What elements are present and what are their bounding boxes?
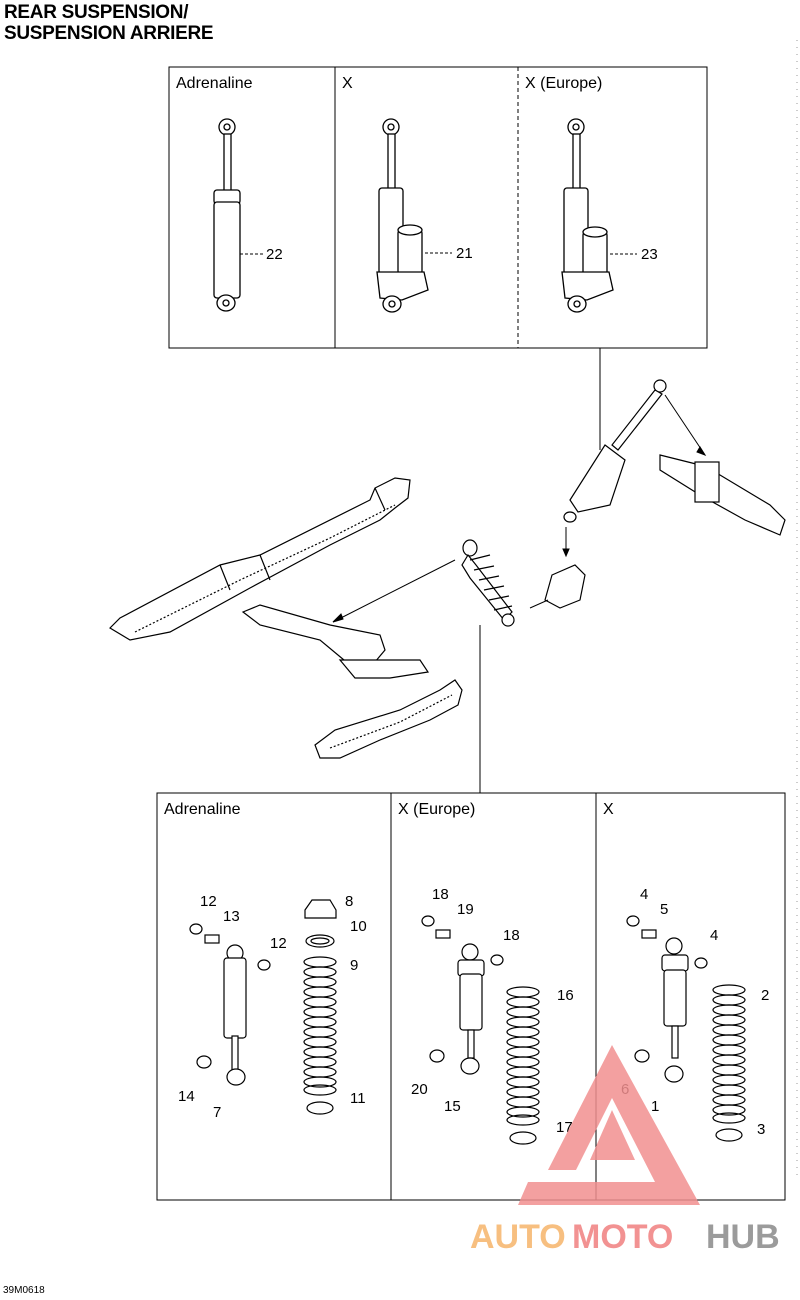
shock-absorber-23 xyxy=(561,118,614,313)
top-shock-panel: Adrenaline X X (Europe) 22 21 xyxy=(168,66,708,349)
callout-4b: 4 xyxy=(710,927,718,944)
callout-22: 22 xyxy=(266,246,283,263)
direction-arrows xyxy=(332,394,707,623)
rear-mounted-shock xyxy=(563,379,667,523)
callout-18a: 18 xyxy=(432,886,449,903)
watermark-logo-icon xyxy=(518,1045,700,1205)
bottom-spring-panel: Adrenaline X (Europe) X 12 xyxy=(156,792,786,1201)
x-europe-shock-kit xyxy=(421,915,537,1145)
callout-12a: 12 xyxy=(200,893,217,910)
coil-shock-center xyxy=(461,539,515,627)
watermark-word-auto: AUTO xyxy=(470,1218,566,1256)
bottom-col-label-x-europe: X (Europe) xyxy=(398,801,475,818)
callout-20: 20 xyxy=(411,1081,428,1098)
spring-9 xyxy=(303,956,337,1096)
top-col-label-x-europe: X (Europe) xyxy=(525,75,602,92)
top-col-label-x: X xyxy=(342,75,353,92)
top-col-label-adrenaline: Adrenaline xyxy=(176,75,253,92)
automotohub-watermark: AUTO MOTO HUB xyxy=(470,1045,780,1256)
title-line-2: SUSPENSION ARRIERE xyxy=(4,23,214,44)
title-line-1: REAR SUSPENSION/ xyxy=(4,2,189,23)
callout-16: 16 xyxy=(557,987,574,1004)
callout-13: 13 xyxy=(223,908,240,925)
adrenaline-shock-kit xyxy=(189,899,337,1115)
document-code: 39M0618 xyxy=(3,1285,45,1296)
right-side-shock xyxy=(659,454,786,536)
callout-2: 2 xyxy=(761,987,769,1004)
callout-4a: 4 xyxy=(640,886,648,903)
callout-1: 1 xyxy=(651,1098,659,1115)
spring-16 xyxy=(506,986,540,1126)
callout-10: 10 xyxy=(350,918,367,935)
callout-12b: 12 xyxy=(270,935,287,952)
callout-14: 14 xyxy=(178,1088,195,1105)
shock-absorber-21 xyxy=(376,118,429,313)
shock-absorber-22 xyxy=(213,118,241,312)
watermark-word-moto: MOTO xyxy=(572,1218,673,1256)
callout-19: 19 xyxy=(457,901,474,918)
suspension-assembly xyxy=(109,379,786,759)
callout-15: 15 xyxy=(444,1098,461,1115)
callout-23: 23 xyxy=(641,246,658,263)
watermark-word-hub: HUB xyxy=(706,1218,780,1256)
x-shock-kit xyxy=(626,915,743,1142)
bottom-col-label-adrenaline: Adrenaline xyxy=(164,801,241,818)
callout-18b: 18 xyxy=(503,927,520,944)
callout-8: 8 xyxy=(345,893,353,910)
callout-11: 11 xyxy=(350,1090,366,1107)
callout-21: 21 xyxy=(456,245,473,262)
callout-7: 7 xyxy=(213,1104,221,1121)
callout-3: 3 xyxy=(757,1121,765,1138)
page-title: REAR SUSPENSION/ SUSPENSION ARRIERE xyxy=(4,2,214,44)
spring-2 xyxy=(712,984,746,1124)
callout-5: 5 xyxy=(660,901,668,918)
callout-9: 9 xyxy=(350,957,358,974)
bottom-col-label-x: X xyxy=(603,801,614,818)
